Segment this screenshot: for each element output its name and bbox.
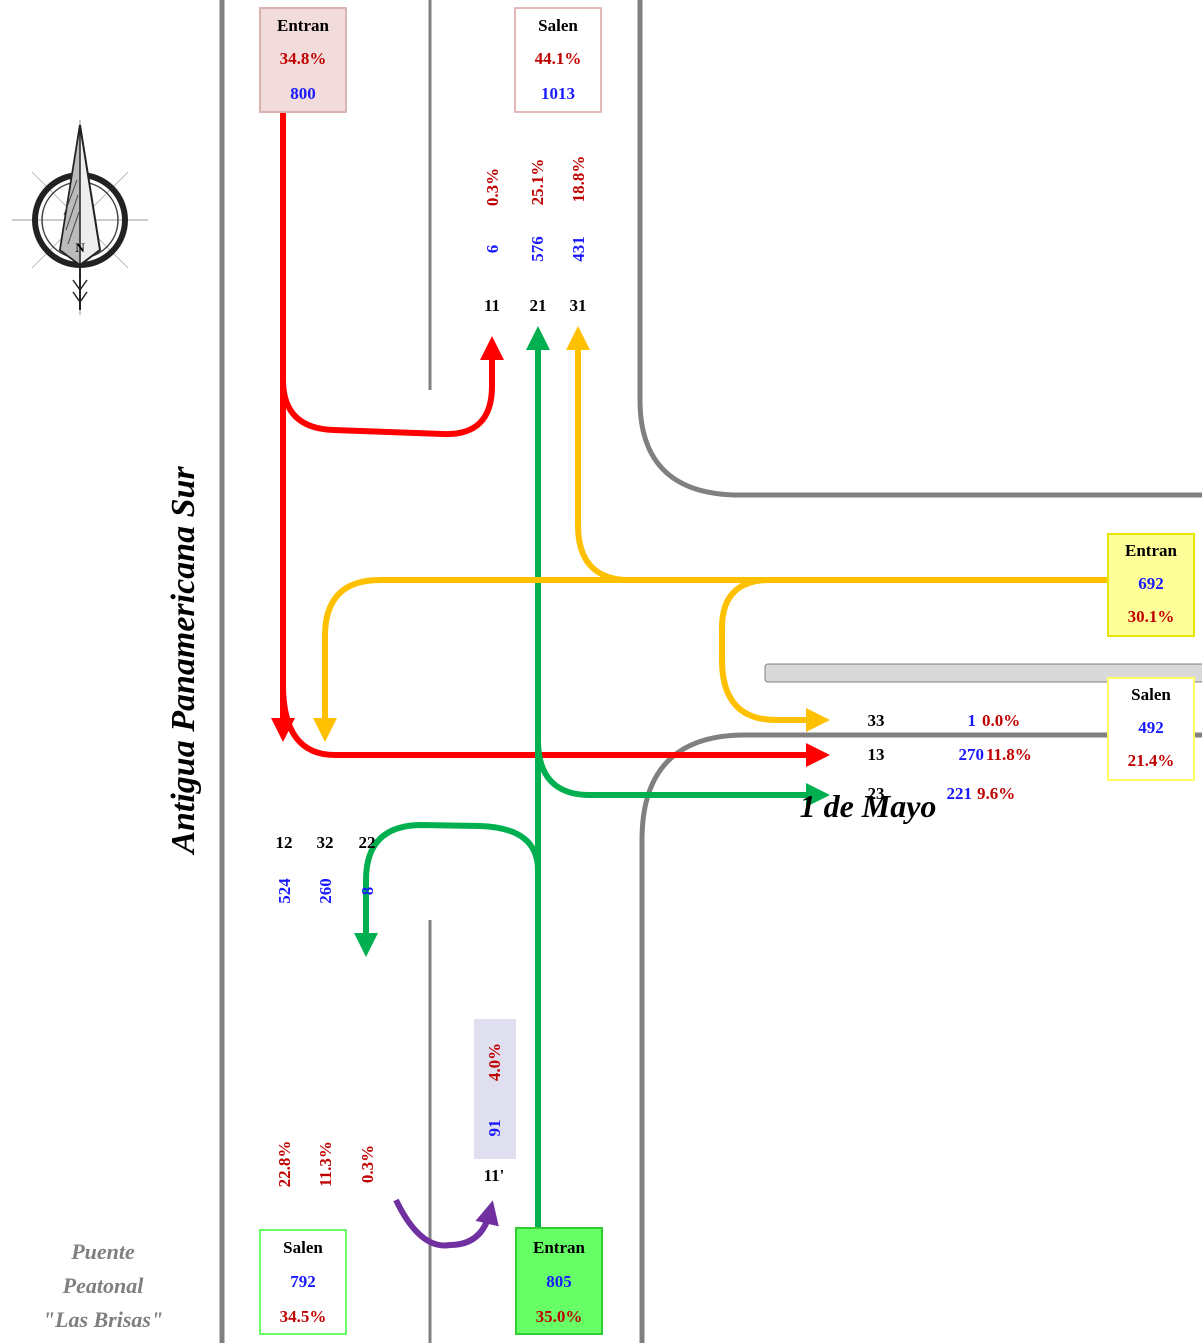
bridge-label-line2: Peatonal [62,1273,145,1298]
box-north-in-bg [259,7,347,113]
box-east-out-pct: 21.4% [1128,751,1175,770]
movement-31-count: 431 [569,236,588,262]
movement-22-pct: 0.3% [358,1145,377,1183]
box-north-out-title: Salen [538,16,578,35]
street-name-horizontal: 1 de Mayo [800,788,937,824]
bridge-label-line1: Puente [70,1239,135,1264]
movement-23-count: 221 [947,784,973,803]
compass-n-letter: N [75,240,85,255]
box-east-in-bg [1107,533,1195,637]
box-south-in-title: Entran [533,1238,586,1257]
box-south-in: Entran 805 35.0% [515,1227,603,1335]
box-north-in: Entran 34.8% 800 [259,7,347,113]
box-east-out-count: 492 [1138,718,1164,737]
box-north-out-pct: 44.1% [535,49,582,68]
movement-11-pct: 0.3% [483,168,502,206]
movement-13-pct: 11.8% [986,745,1032,764]
box-south-in-count: 805 [546,1272,572,1291]
median-island [764,663,1202,683]
east-exit-labels: 33 1 0.0% 13 270 11.8% 23 221 9.6% [868,711,1032,803]
box-north-in-pct: 34.8% [280,49,327,68]
bridge-label: Puente Peatonal "Las Brisas" [43,1239,163,1332]
box-east-out-title: Salen [1131,685,1171,704]
movement-id-33: 33 [868,711,885,730]
box-south-out-bg [259,1229,347,1335]
movement-12-pct: 22.8% [275,1141,294,1188]
south-exit-labels: 12 32 22 524 260 8 22.8% 11.3% 0.3% 11' [275,833,504,1187]
movement-id-21: 21 [530,296,547,315]
movement-22-count: 8 [358,887,377,896]
movement-id-23: 23 [868,784,885,803]
movement-21-count: 576 [528,236,547,262]
movement-31-pct: 18.8% [569,156,588,203]
movement-id-32: 32 [317,833,334,852]
box-east-in: Entran 692 30.1% [1107,533,1195,637]
movement-12-count: 524 [275,878,294,904]
north-exit-labels: 11 21 31 6 576 431 0.3% 25.1% 18.8% [483,156,588,315]
flow-red-to-east [280,684,830,767]
box-south-out: Salen 792 34.5% [259,1229,347,1335]
flow-purple-uturn [393,1198,499,1249]
movement-21-pct: 25.1% [528,159,547,206]
box-north-out-bg [514,7,602,113]
flow-yellow-to-north [566,326,631,583]
flow-green-to-south [354,822,541,957]
road-edges [219,0,1202,1343]
flow-green-to-east [535,737,830,845]
box-south-in-pct: 35.0% [536,1307,583,1326]
box-south-out-count: 792 [290,1272,316,1291]
box-south-out-pct: 34.5% [280,1307,327,1326]
movement-11-count: 6 [483,245,502,254]
movement-id-31: 31 [570,296,587,315]
box-south-in-bg [515,1227,603,1335]
flow-red-to-north [280,336,504,438]
movement-32-pct: 11.3% [316,1141,335,1187]
box-uturn: 91 4.0% [474,1019,516,1159]
box-east-out: Salen 492 21.4% [1107,677,1195,781]
box-east-in-count: 692 [1138,574,1164,593]
movement-id-13: 13 [868,745,885,764]
movement-13-count: 270 [959,745,985,764]
bridge-label-line3: "Las Brisas" [43,1307,163,1332]
uturn-pct: 4.0% [485,1043,504,1081]
flow-yellow-to-east [719,577,830,732]
movement-23-pct: 9.6% [977,784,1015,803]
box-north-out-count: 1013 [541,84,575,103]
north-compass-rose-icon: N [12,120,148,315]
flow-arrows [271,112,1110,1249]
movement-33-count: 1 [968,711,977,730]
movement-id-11-prime: 11' [484,1166,505,1185]
movement-32-count: 260 [316,878,335,904]
movement-33-pct: 0.0% [982,711,1020,730]
movement-id-11: 11 [484,296,500,315]
box-north-out: Salen 44.1% 1013 [514,7,602,113]
uturn-count: 91 [485,1120,504,1137]
box-uturn-bg [474,1019,516,1159]
box-east-in-title: Entran [1125,541,1178,560]
movement-id-12: 12 [276,833,293,852]
street-name-vertical: Antigua Panamericana Sur [165,466,202,856]
box-north-in-count: 800 [290,84,316,103]
box-south-out-title: Salen [283,1238,323,1257]
road-east-edge-north [637,0,1202,498]
box-north-in-title: Entran [277,16,330,35]
box-east-in-pct: 30.1% [1128,607,1175,626]
flow-yellow-main [313,577,1110,742]
movement-id-22: 22 [359,833,376,852]
road-east-edge-south [639,732,1202,1343]
box-east-out-bg [1107,677,1195,781]
